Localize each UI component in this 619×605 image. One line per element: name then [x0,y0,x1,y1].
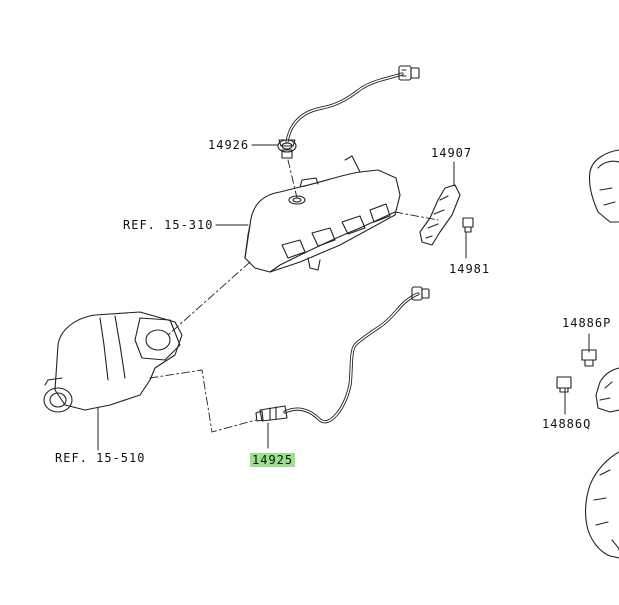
bracket-14907 [419,184,461,246]
label-14926: 14926 [208,138,250,152]
label-ref-15-310: REF. 15-310 [123,218,214,232]
label-ref-15-510: REF. 15-510 [55,451,146,465]
label-14981: 14981 [449,262,491,276]
bolt-14981 [462,217,474,233]
label-14907: 14907 [431,146,473,160]
catalytic-converter [43,311,183,413]
label-14886p: 14886P [562,316,612,330]
label-14925-text: 14925 [250,453,296,467]
label-14886q: 14886Q [542,417,592,431]
right-partial-parts [556,149,619,559]
downstream-oxygen-sensor [255,286,430,424]
exhaust-manifold [244,155,401,273]
label-14925: 14925 [250,453,296,467]
leader-dashes [149,159,439,433]
upstream-oxygen-sensor [277,65,420,159]
